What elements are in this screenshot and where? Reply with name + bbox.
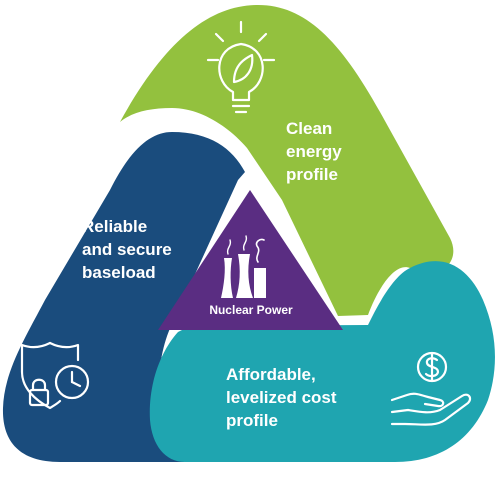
reliable-baseload-segment bbox=[2, 132, 245, 462]
clean-energy-segment bbox=[120, 5, 454, 316]
affordable-cost-segment bbox=[149, 261, 495, 462]
nuclear-power-center-triangle bbox=[158, 190, 343, 330]
affordable-cost-label: Affordable, levelized cost profile bbox=[226, 365, 341, 430]
hand-dollar-coin-icon bbox=[390, 351, 472, 426]
lightbulb-leaf-icon bbox=[206, 20, 276, 114]
reliable-baseload-label: Reliable and secure baseload bbox=[82, 217, 177, 282]
nuclear-power-label: Nuclear Power bbox=[209, 303, 293, 317]
clean-energy-label: Clean energy profile bbox=[286, 119, 346, 184]
nuclear-plant-icon bbox=[221, 235, 266, 298]
shield-clock-lock-icon bbox=[20, 341, 90, 410]
